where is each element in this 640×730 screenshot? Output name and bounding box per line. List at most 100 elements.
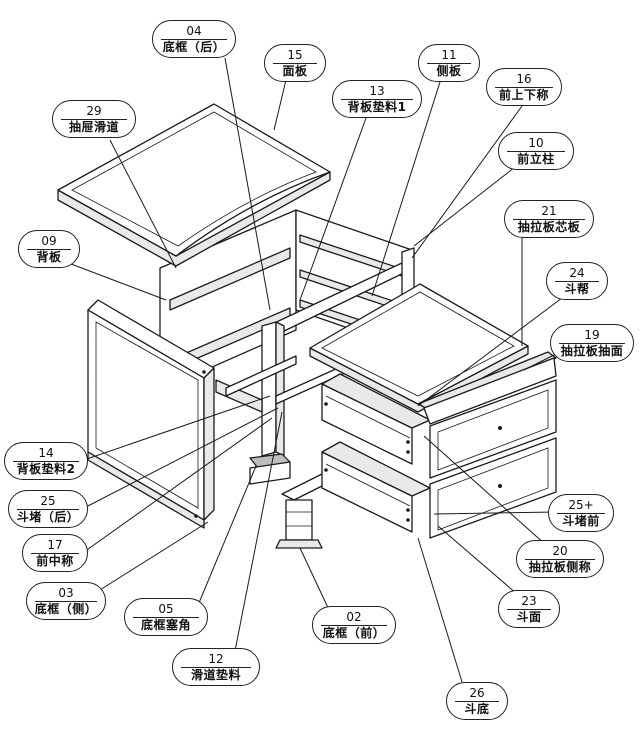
leader-15 <box>273 79 287 131</box>
part-label-05: 05 底框塞角 <box>124 598 208 636</box>
label-divider <box>341 99 413 100</box>
part-label-15: 15 面板 <box>264 44 326 82</box>
leader-05 <box>195 465 257 611</box>
part-label-19: 19 抽拉板抽面 <box>550 324 634 362</box>
part-label-11: 11 侧板 <box>418 44 480 82</box>
label-divider <box>507 151 565 152</box>
foot-block <box>285 499 313 541</box>
drawer-upper-hole-1 <box>324 402 328 406</box>
label-divider <box>455 701 499 702</box>
part-number-21: 21 <box>541 204 557 218</box>
part-name-19: 抽拉板抽面 <box>560 344 624 359</box>
drawer-front-upper <box>429 379 557 479</box>
drawer-front-lower <box>429 437 557 539</box>
part-name-13: 背板垫料1 <box>347 100 407 115</box>
part-name-25: 斗堵（后） <box>16 510 80 525</box>
label-divider <box>321 625 387 626</box>
leader-14 <box>83 395 271 461</box>
label-divider <box>427 63 471 64</box>
part-label-02: 02 底框（前） <box>312 606 396 644</box>
leader-03 <box>83 521 209 601</box>
leader-12 <box>233 411 283 657</box>
part-number-04: 04 <box>186 24 202 38</box>
part-name-26: 斗底 <box>464 702 490 717</box>
leader-02 <box>299 547 331 613</box>
part-label-09: 09 背板 <box>18 230 80 268</box>
drawer-front-lower-inner <box>437 447 549 531</box>
part-label-24: 24 斗帮 <box>546 262 608 300</box>
part-number-10: 10 <box>528 136 544 150</box>
part-number-20: 20 <box>552 544 568 558</box>
drawer-lower-hole-3 <box>406 518 410 522</box>
part-label-04: 04 底框（后） <box>152 20 236 58</box>
part-number-29: 29 <box>86 104 102 118</box>
leader-19 <box>523 353 557 371</box>
leader-25b <box>433 511 557 515</box>
leader-20 <box>423 435 557 555</box>
part-name-15: 面板 <box>282 64 308 79</box>
part-number-16: 16 <box>516 72 532 86</box>
label-divider <box>161 39 227 40</box>
part-label-21: 21 抽拉板芯板 <box>504 200 594 238</box>
pull-out-front <box>423 357 557 425</box>
left-panel-dowel-1 <box>194 514 198 518</box>
pull-out-board <box>309 283 529 405</box>
part-name-20: 抽拉板侧称 <box>528 560 592 575</box>
drawer-upper-hole-2 <box>406 440 410 444</box>
part-name-24: 斗帮 <box>564 282 590 297</box>
top-panel <box>57 103 331 257</box>
base-frame-back <box>225 355 297 397</box>
drawer-upper-hole-3 <box>406 450 410 454</box>
front-post-left <box>261 321 277 457</box>
part-name-05: 底框塞角 <box>140 618 191 633</box>
drawer-lower-knob <box>498 484 502 488</box>
part-label-25: 25 斗堵（后） <box>8 490 88 528</box>
part-label-13: 13 背板垫料1 <box>332 80 422 118</box>
part-number-03: 03 <box>58 586 74 600</box>
drawer-lower-hole-1 <box>324 468 328 472</box>
leader-13 <box>299 117 367 301</box>
label-divider <box>495 87 553 88</box>
drawer-upper-line <box>325 395 411 439</box>
part-number-12: 12 <box>208 652 224 666</box>
leader-24 <box>417 291 571 407</box>
leader-25 <box>83 407 279 509</box>
label-divider <box>525 559 595 560</box>
part-number-15: 15 <box>287 48 303 62</box>
part-label-23: 23 斗面 <box>498 590 560 628</box>
left-side-panel-group <box>87 299 215 529</box>
part-label-10: 10 前立柱 <box>498 132 574 170</box>
label-divider <box>557 513 605 514</box>
drawer-lower <box>321 441 431 533</box>
part-label-26: 26 斗底 <box>446 682 508 720</box>
part-name-10: 前立柱 <box>517 152 555 167</box>
part-label-16: 16 前上下称 <box>486 68 562 106</box>
part-name-03: 底框（侧） <box>34 602 98 617</box>
leader-29 <box>109 139 177 269</box>
part-name-02: 底框（前） <box>322 626 386 641</box>
part-name-12: 滑道垫料 <box>190 668 241 683</box>
label-divider <box>27 249 71 250</box>
pull-out-board-core <box>321 291 515 397</box>
part-name-21: 抽拉板芯板 <box>517 220 581 235</box>
label-divider <box>181 667 251 668</box>
part-number-02: 02 <box>346 610 362 624</box>
part-number-19: 19 <box>584 328 600 342</box>
label-divider <box>61 119 127 120</box>
part-name-29: 抽屉滑道 <box>68 120 119 135</box>
label-divider <box>559 343 625 344</box>
part-label-29: 29 抽屉滑道 <box>52 100 136 138</box>
part-name-11: 侧板 <box>436 64 462 79</box>
part-number-13: 13 <box>369 84 385 98</box>
part-label-25b: 25+ 斗堵前 <box>548 494 614 532</box>
label-divider <box>13 461 79 462</box>
part-name-16: 前上下称 <box>498 88 549 103</box>
part-number-24: 24 <box>569 266 585 280</box>
leader-04 <box>224 57 271 311</box>
part-number-23: 23 <box>521 594 537 608</box>
label-divider <box>17 509 79 510</box>
part-label-14: 14 背板垫料2 <box>4 442 88 480</box>
label-divider <box>133 617 199 618</box>
leader-17 <box>83 417 273 553</box>
